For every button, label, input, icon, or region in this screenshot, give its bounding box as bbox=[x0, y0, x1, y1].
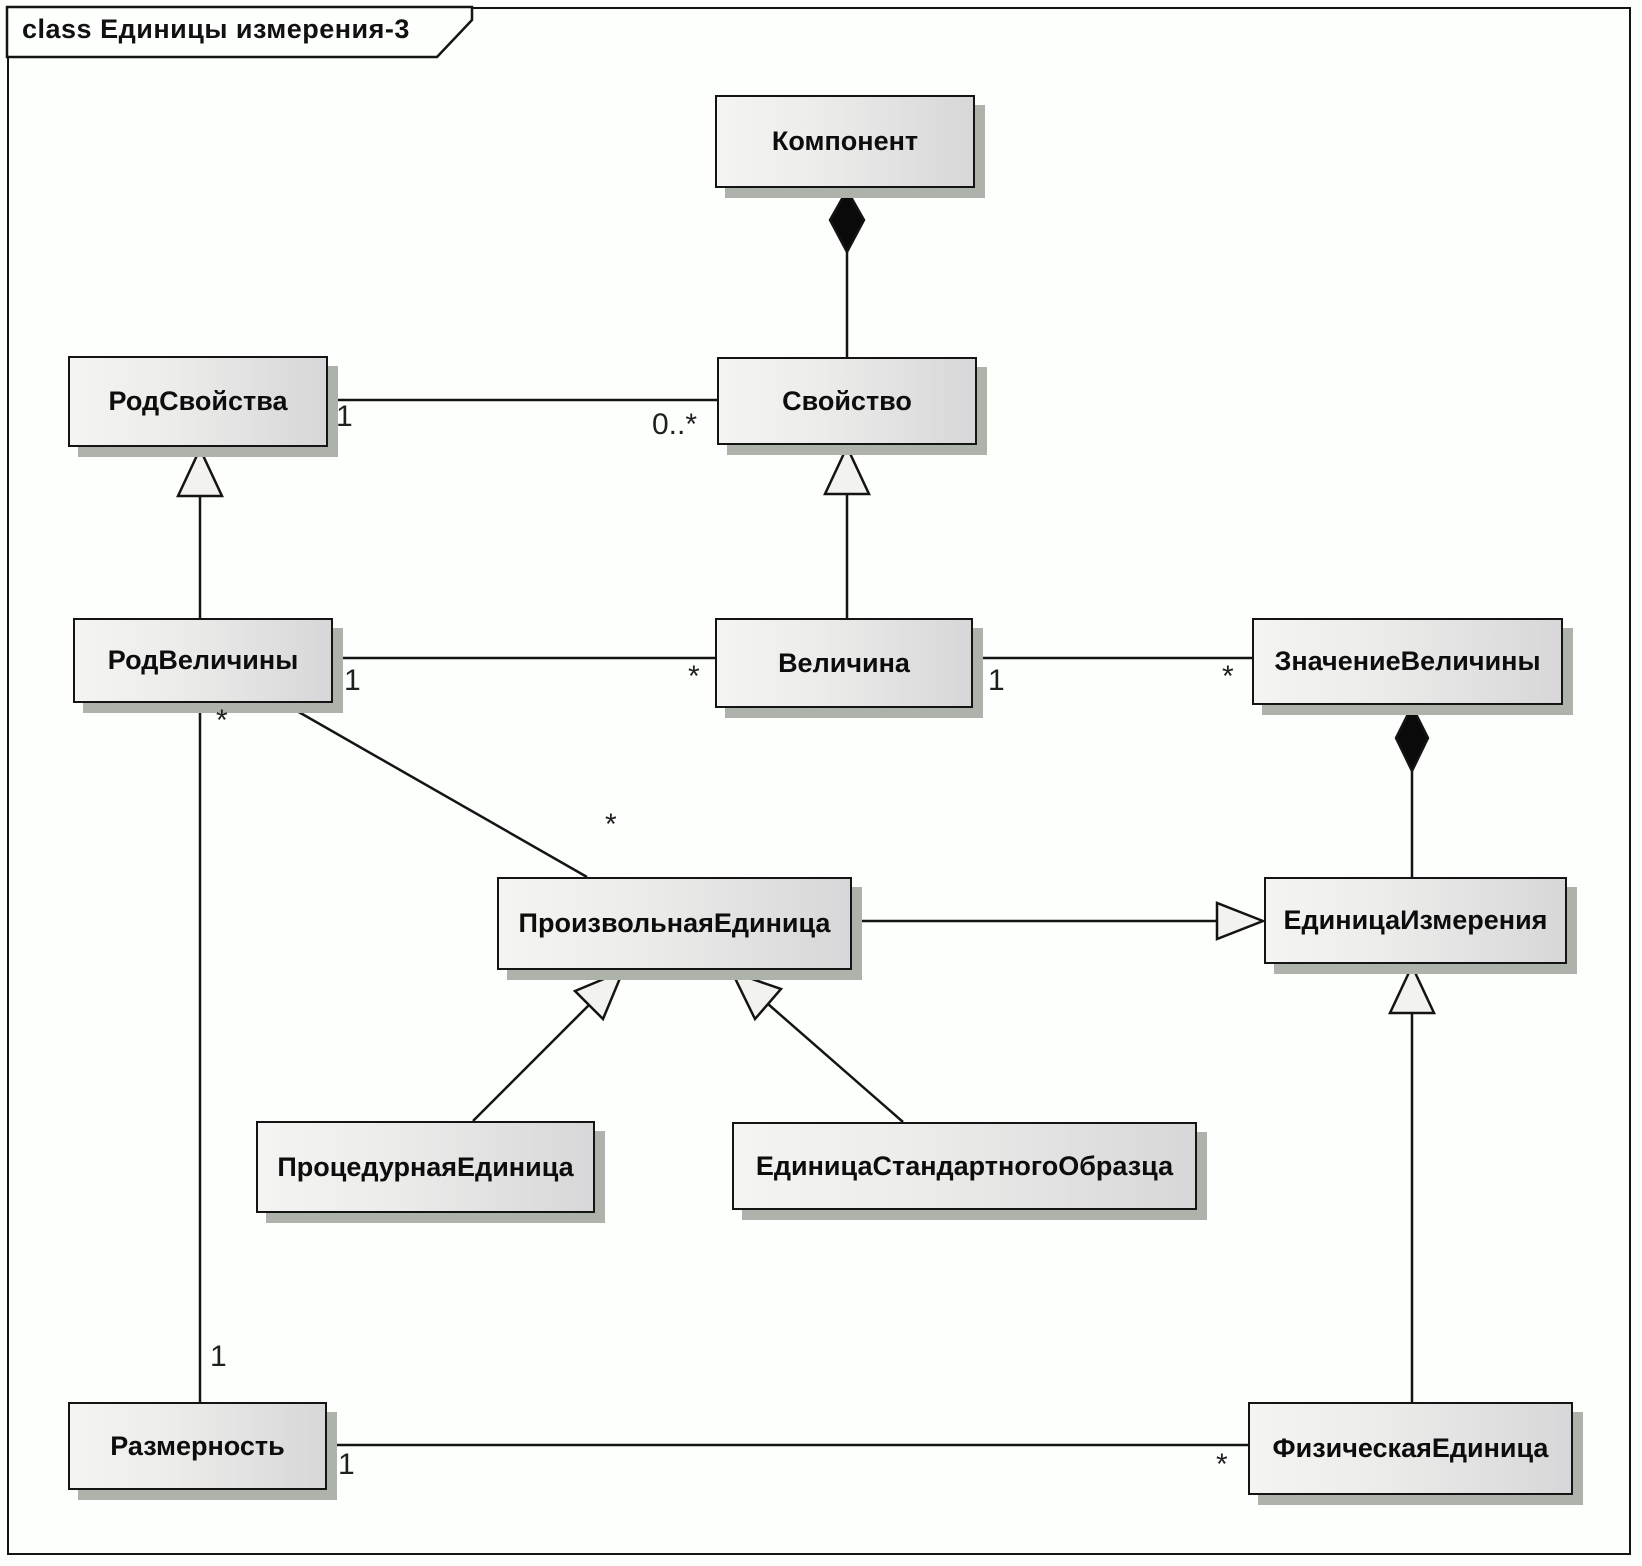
class-svoystvo: Свойство bbox=[717, 357, 977, 445]
composition-znachenie-edinitsa bbox=[1394, 703, 1430, 877]
multiplicity-razmernost-top: 1 bbox=[210, 1340, 227, 1373]
diagram-frame bbox=[7, 7, 1631, 1555]
multiplicity-fizicheskaya-left: * bbox=[1216, 1448, 1228, 1481]
multiplicity-razmernost-right: 1 bbox=[338, 1448, 355, 1481]
class-znachenie-velichiny: ЗначениеВеличины bbox=[1252, 618, 1563, 705]
class-fizicheskaya-edinitsa: ФизическаяЕдиница bbox=[1248, 1402, 1573, 1495]
generalization-fizicheskaya-edinitsa bbox=[1388, 963, 1436, 1402]
class-edinitsa-izmereniya: ЕдиницаИзмерения bbox=[1264, 877, 1567, 964]
class-komponent: Компонент bbox=[715, 95, 975, 188]
class-rod-svoystva: РодСвойства bbox=[68, 356, 328, 447]
class-proizvolnaya-edinitsa: ПроизвольнаяЕдиница bbox=[497, 877, 852, 970]
diagram-title: class Единицы измерения-3 bbox=[22, 14, 410, 44]
diagram-tab bbox=[5, 5, 474, 59]
multiplicity-rodsvoystva-end: 1 bbox=[336, 400, 353, 433]
generalization-standartnogo-proizvolnaya bbox=[729, 969, 904, 1123]
composition-komponent-svoystvo bbox=[828, 187, 866, 357]
association-rodvelichiny-proizvolnaya bbox=[282, 701, 588, 879]
multiplicity-svoystvo-end: 0..* bbox=[652, 408, 698, 441]
multiplicity-rodvelichiny-right: 1 bbox=[344, 664, 361, 697]
generalization-protsedurnaya-proizvolnaya bbox=[472, 968, 626, 1122]
class-rod-velichiny: РодВеличины bbox=[73, 618, 333, 703]
multiplicity-rodvelichiny-bottom: * bbox=[216, 704, 228, 737]
multiplicity-znachenie-left: * bbox=[1222, 660, 1234, 693]
multiplicity-velichina-left: * bbox=[688, 660, 700, 693]
multiplicity-proizvolnaya-end: * bbox=[605, 808, 617, 841]
generalization-rodvelichiny-rodsvoystva bbox=[176, 446, 224, 618]
class-protsedurnaya-edinitsa: ПроцедурнаяЕдиница bbox=[256, 1121, 595, 1213]
class-razmernost: Размерность bbox=[68, 1402, 327, 1490]
multiplicity-velichina-right: 1 bbox=[988, 664, 1005, 697]
generalization-velichina-svoystvo bbox=[823, 444, 871, 618]
class-velichina: Величина bbox=[715, 618, 973, 708]
class-edinitsa-standartnogo-obraztsa: ЕдиницаСтандартногоОбразца bbox=[732, 1122, 1197, 1210]
generalization-proizvolnaya-edinitsa bbox=[852, 901, 1267, 941]
